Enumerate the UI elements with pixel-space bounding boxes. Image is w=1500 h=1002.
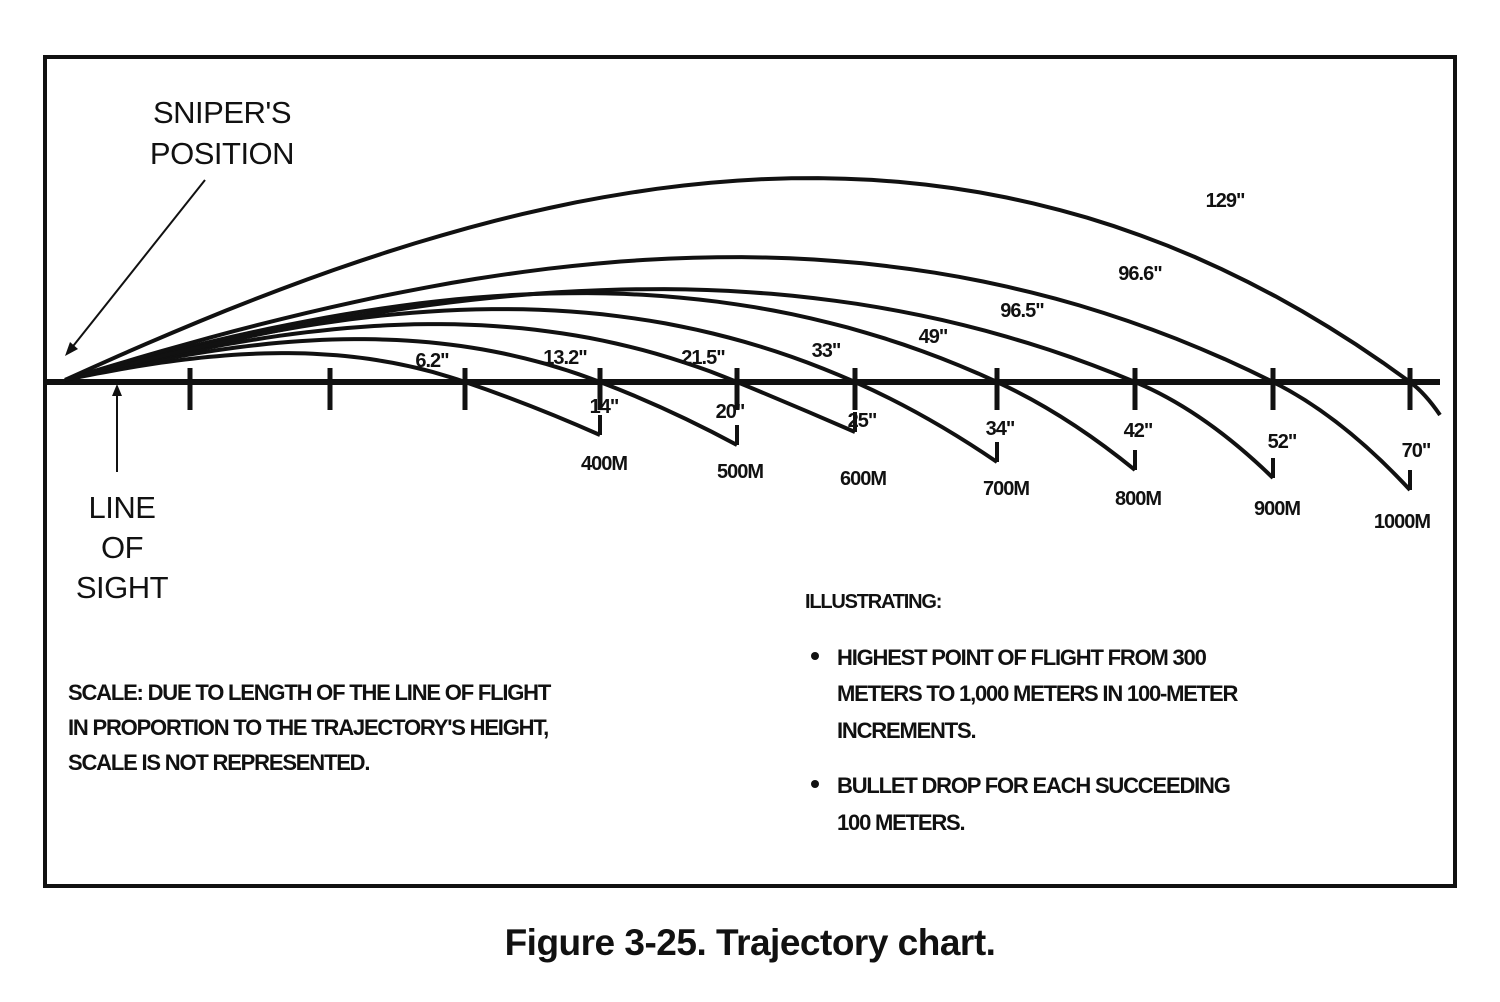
apex-label: 13.2" bbox=[543, 347, 587, 369]
range-label: 900M bbox=[1253, 498, 1301, 520]
drop-label: 34" bbox=[985, 418, 1016, 440]
scale-note-line: SCALE: DUE TO LENGTH OF THE LINE OF FLIG… bbox=[68, 680, 551, 705]
trajectory-curve-1000M bbox=[64, 176, 1442, 417]
apex-label: 6.2" bbox=[415, 350, 449, 372]
drop-label: 20" bbox=[715, 401, 746, 423]
drop-label: 42" bbox=[1123, 420, 1154, 442]
sniper-arrowhead bbox=[65, 342, 78, 356]
line-of-sight-label-2: OF bbox=[100, 530, 144, 565]
range-label: 600M bbox=[839, 468, 887, 490]
drop-label: 25" bbox=[847, 410, 878, 432]
sniper-position-arrow bbox=[69, 179, 206, 351]
line-of-sight-label-3: SIGHT bbox=[75, 570, 169, 605]
apex-label: 33" bbox=[811, 340, 842, 362]
illustrating-text: HIGHEST POINT OF FLIGHT FROM 300 bbox=[837, 645, 1207, 670]
illustrating-text: 100 METERS. bbox=[837, 810, 966, 835]
apex-label: 129" bbox=[1205, 190, 1246, 212]
illustrating-text: INCREMENTS. bbox=[837, 718, 977, 743]
scale-note-line: SCALE IS NOT REPRESENTED. bbox=[68, 750, 370, 775]
trajectory-curve-300M bbox=[64, 351, 601, 437]
apex-label: 21.5" bbox=[681, 347, 725, 369]
line-of-sight-arrowhead bbox=[112, 384, 122, 396]
illustrating-text: METERS TO 1,000 METERS IN 100-METER bbox=[837, 681, 1238, 706]
apex-label: 96.5" bbox=[1000, 300, 1044, 322]
bullet-icon bbox=[811, 652, 819, 660]
figure-caption: Figure 3-25. Trajectory chart. bbox=[504, 922, 996, 963]
sniper-position-label-2: POSITION bbox=[149, 136, 295, 171]
line-of-sight-label-1: LINE bbox=[88, 490, 156, 525]
range-label: 700M bbox=[982, 478, 1030, 500]
trajectory-curve-500M bbox=[64, 322, 856, 434]
range-label: 500M bbox=[716, 461, 764, 483]
trajectory-curve-900M bbox=[64, 255, 1412, 492]
illustrating-text: BULLET DROP FOR EACH SUCCEEDING bbox=[837, 773, 1231, 798]
trajectory-curve-400M bbox=[64, 337, 738, 447]
bullet-icon bbox=[811, 780, 819, 788]
figure-frame bbox=[43, 55, 1457, 888]
sniper-position-label-1: SNIPER'S bbox=[152, 95, 292, 130]
range-label: 400M bbox=[580, 453, 628, 475]
drop-label: 70" bbox=[1401, 440, 1432, 462]
range-label: 800M bbox=[1114, 488, 1162, 510]
illustrating-heading: ILLUSTRATING: bbox=[805, 591, 942, 613]
scale-note-line: IN PROPORTION TO THE TRAJECTORY'S HEIGHT… bbox=[68, 715, 549, 740]
apex-label: 96.6" bbox=[1118, 263, 1162, 285]
drop-label: 52" bbox=[1267, 431, 1298, 453]
apex-label: 49" bbox=[918, 326, 949, 348]
drop-label: 14" bbox=[589, 396, 620, 418]
trajectory-curve-800M bbox=[64, 287, 1275, 480]
trajectory-curve-700M bbox=[64, 291, 1137, 472]
range-label: 1000M bbox=[1373, 511, 1431, 533]
